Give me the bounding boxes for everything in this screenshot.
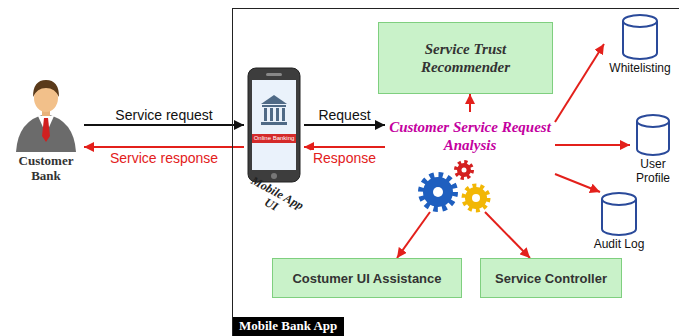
- cylinder-rim: [637, 121, 669, 127]
- process-box: Service Trust Recommender: [378, 22, 553, 94]
- cylinder-rim: [602, 199, 636, 205]
- hair: [33, 80, 59, 97]
- cylinder-body: [637, 115, 669, 155]
- flow-arrow: [397, 212, 430, 258]
- gear: [457, 163, 471, 177]
- cylinder-body: [602, 193, 636, 235]
- database-label: User Profile: [630, 158, 676, 186]
- phone-label: Mobile App UI: [241, 173, 306, 224]
- phone-figure: [248, 68, 300, 182]
- cylinder-outline: [635, 114, 671, 156]
- box-label: Costumer UI Assistance: [292, 271, 441, 286]
- cylinder-body: [623, 15, 657, 59]
- gear: [465, 187, 487, 209]
- customer-figure: [16, 80, 76, 152]
- cylinder-outline: [600, 192, 638, 236]
- analysis-label: Customer Service Request Analysis: [385, 118, 555, 154]
- flow-arrow: [485, 212, 530, 258]
- flow-arrow: [555, 174, 600, 192]
- phone-body: [248, 68, 300, 182]
- actor-label: Customer Bank: [8, 154, 84, 184]
- bank-roof: [261, 95, 287, 104]
- flow-arrow: [555, 44, 604, 122]
- database-cylinder: Whitelisting: [604, 14, 676, 76]
- bank-beam: [262, 105, 286, 107]
- actor-icon: Customer Bank: [8, 80, 84, 184]
- gear-teeth: [421, 175, 455, 209]
- gear-teeth: [464, 186, 488, 210]
- edge-label: Request: [316, 107, 372, 123]
- gear-teeth: [456, 162, 472, 178]
- bank-column: [270, 108, 273, 121]
- flow-arrow: [469, 94, 471, 112]
- edge-label: Service request: [113, 107, 214, 123]
- process-box: Service Controller: [480, 258, 622, 298]
- box-label: Service Trust Recommender: [387, 40, 544, 76]
- box-label: Service Controller: [495, 271, 607, 286]
- database-cylinder: Audit Log: [588, 192, 650, 252]
- process-box: Costumer UI Assistance: [272, 258, 462, 298]
- gear-hole: [462, 168, 467, 173]
- phone-button: [271, 173, 277, 179]
- flow-arrow: [84, 146, 244, 148]
- flow-arrow: [304, 146, 385, 148]
- database-cylinder: User Profile: [630, 114, 676, 186]
- screen-caption: Online Banking: [252, 134, 296, 143]
- bank-base: [261, 122, 287, 125]
- phone-screen: [252, 80, 296, 170]
- cylinder-outline: [621, 14, 659, 60]
- app-boundary: Mobile Bank App Mobile App UI Service Trus…: [232, 8, 679, 336]
- database-label: Whitelisting: [604, 62, 676, 76]
- gear-hole: [472, 194, 480, 202]
- flow-arrow: [84, 124, 244, 126]
- gears-icon: [421, 162, 488, 210]
- flow-arrow: [555, 144, 630, 146]
- suit-body: [16, 114, 76, 152]
- boundary-label: Mobile Bank App: [239, 318, 337, 334]
- cylinder-rim: [623, 21, 657, 27]
- edge-label: Response: [311, 150, 378, 166]
- edge-label: Service response: [108, 150, 220, 166]
- flow-arrow: [304, 124, 385, 126]
- screen-banner: [252, 134, 296, 143]
- label-band: Mobile Bank App: [233, 317, 344, 336]
- bank-column: [282, 108, 285, 121]
- database-label: Audit Log: [588, 238, 650, 252]
- bank-column: [264, 108, 267, 121]
- phone-speaker: [266, 73, 282, 76]
- analysis-node: Customer Service Request Analysis: [385, 112, 555, 212]
- bank-column: [276, 108, 279, 121]
- gear-hole: [433, 187, 443, 197]
- tie: [42, 118, 50, 142]
